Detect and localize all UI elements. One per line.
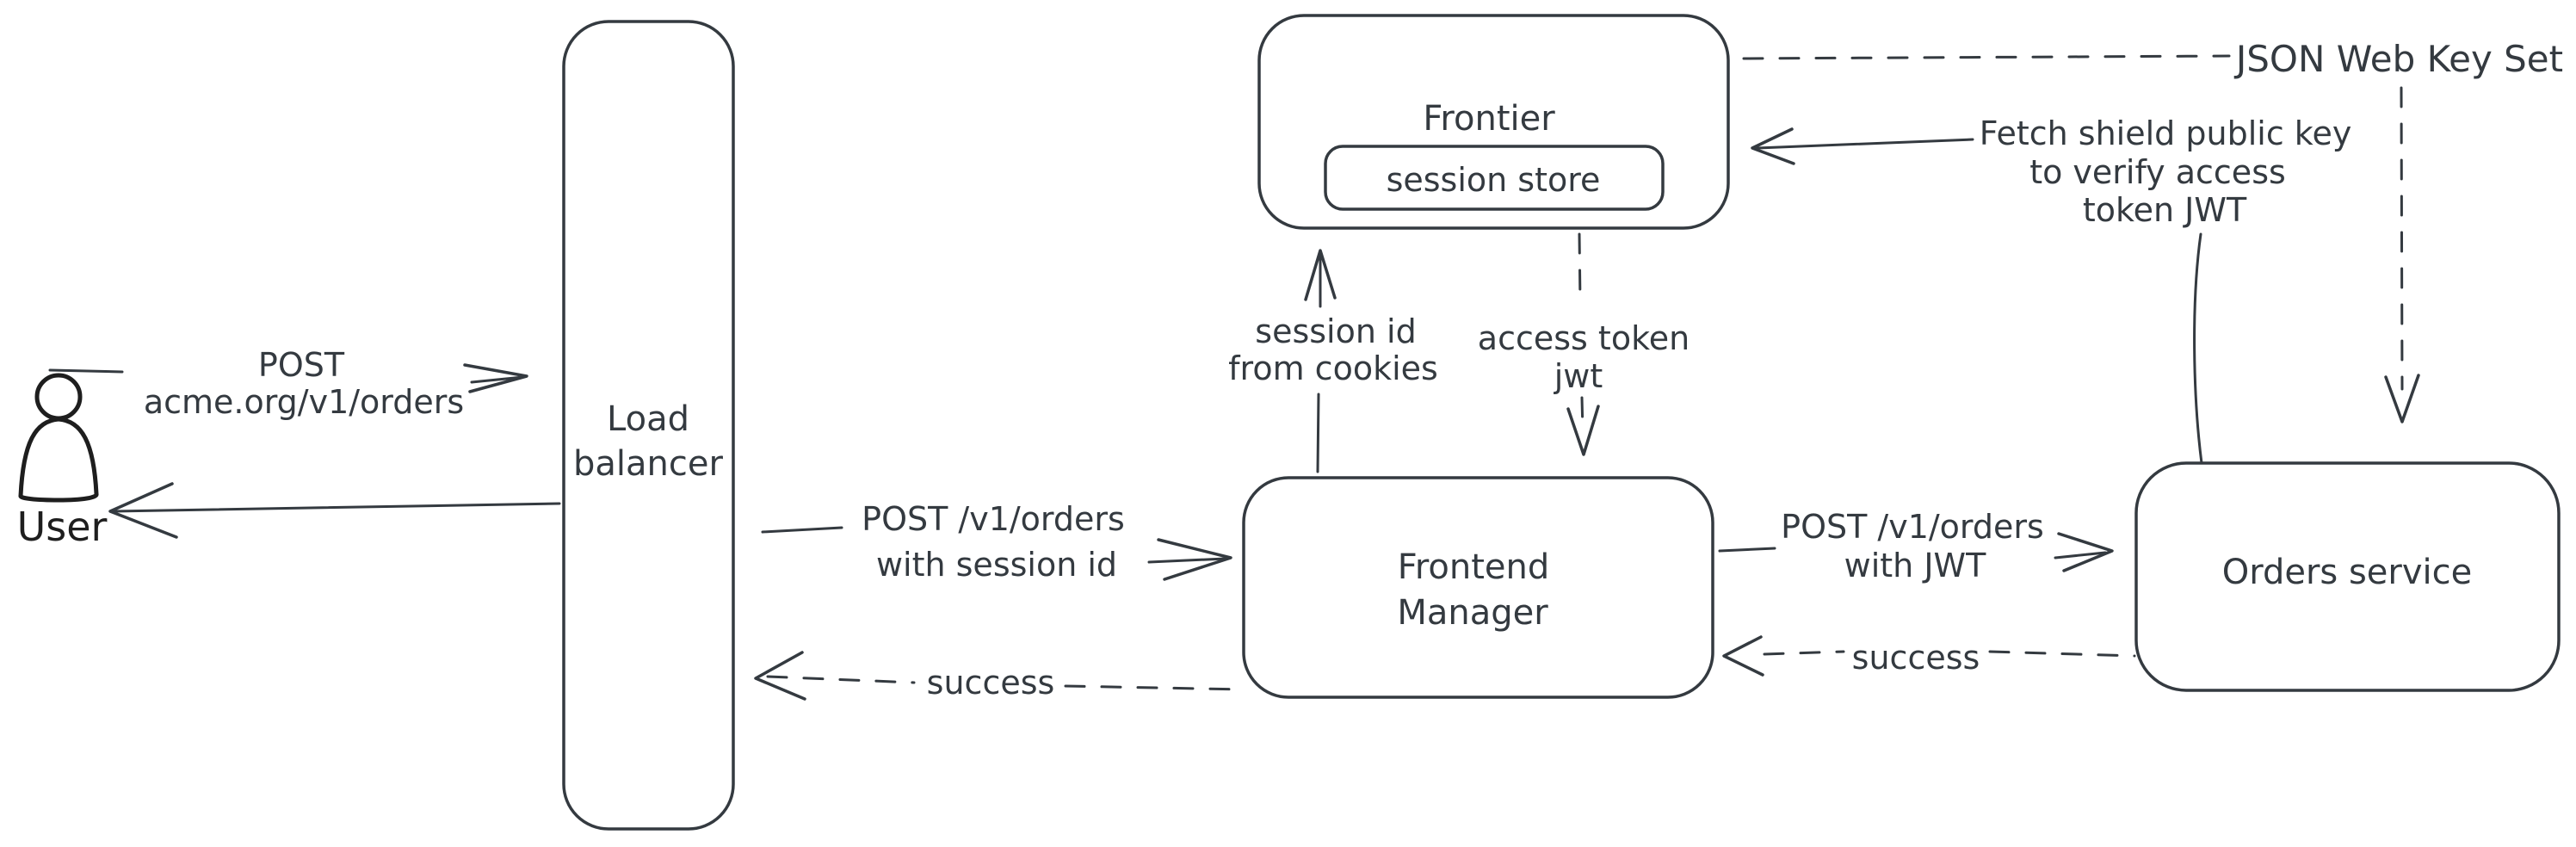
edge-load-balancer-to-frontend-manager: POST /v1/orders with session id xyxy=(761,500,1232,584)
frontend-manager-box xyxy=(1242,476,1714,699)
user-node: User xyxy=(17,373,108,550)
edge-label: POST /v1/orders xyxy=(862,500,1125,538)
arrowhead-up-icon xyxy=(1304,249,1337,301)
orders-service-label: Orders service xyxy=(2222,553,2473,592)
arrowhead-right-icon xyxy=(2057,532,2114,572)
edge-label: with session id xyxy=(876,546,1117,584)
edge-label: token JWT xyxy=(2083,191,2247,229)
edge-jwks-to-orders-service xyxy=(2384,86,2420,424)
frontend-manager-node: Frontend Manager xyxy=(1242,476,1714,699)
edge-label: Fetch shield public key xyxy=(1980,114,2352,152)
frontend-manager-label: Manager xyxy=(1397,593,1548,633)
edge-user-to-load-balancer: POST acme.org/v1/orders xyxy=(48,346,528,421)
edge-label: success xyxy=(1852,639,1980,677)
edge-label: session id xyxy=(1255,312,1416,350)
arrowhead-left-icon xyxy=(1751,127,1795,165)
user-label: User xyxy=(17,504,108,550)
load-balancer-node: Load balancer xyxy=(562,20,735,831)
arrowhead-right-icon xyxy=(463,363,528,393)
edge-frontier-to-jwks: JSON Web Key Set xyxy=(1742,38,2563,80)
orders-service-node: Orders service xyxy=(2134,461,2561,692)
frontier-label: Frontier xyxy=(1423,99,1555,139)
edge-orders-service-to-frontier: Fetch shield public key to verify access… xyxy=(1751,114,2352,465)
edge-frontend-manager-to-orders-service: POST /v1/orders with JWT xyxy=(1718,508,2114,584)
user-person-icon xyxy=(34,373,83,421)
edge-label: acme.org/v1/orders xyxy=(144,383,464,421)
edge-label: to verify access xyxy=(2029,153,2286,191)
edge-label: jwt xyxy=(1554,357,1603,395)
edge-label: success xyxy=(927,664,1055,702)
edge-frontend-manager-to-load-balancer-success: success xyxy=(754,651,1245,702)
user-person-body-icon xyxy=(18,417,99,503)
session-store-label: session store xyxy=(1387,161,1601,199)
orders-service-box xyxy=(2134,461,2561,692)
edge-orders-service-to-frontend-manager-success: success xyxy=(1722,635,2136,677)
load-balancer-label: Load xyxy=(607,399,689,439)
edge-frontend-manager-to-frontier: session id from cookies xyxy=(1228,249,1438,473)
session-store-box xyxy=(1324,145,1665,211)
edge-label: with JWT xyxy=(1844,547,1986,584)
edge-label: access token xyxy=(1478,319,1690,357)
frontier-node: Frontier session store xyxy=(1257,14,1730,230)
arrowhead-right-icon xyxy=(1157,538,1232,581)
edge-label: POST xyxy=(258,346,345,384)
edge-frontier-to-frontend-manager: access token jwt xyxy=(1478,232,1690,456)
load-balancer-box xyxy=(562,20,735,831)
arrowhead-left-icon xyxy=(754,651,806,701)
edge-label: from cookies xyxy=(1228,349,1438,387)
arrowhead-down-icon xyxy=(2384,374,2420,424)
jwks-label: JSON Web Key Set xyxy=(2233,38,2563,80)
load-balancer-label: balancer xyxy=(573,444,723,484)
arrowhead-down-icon xyxy=(1566,405,1600,456)
arrowhead-left-icon xyxy=(1722,635,1764,677)
edge-load-balancer-to-user xyxy=(108,482,561,539)
edge-label: POST /v1/orders xyxy=(1781,508,2044,546)
frontend-manager-label: Frontend xyxy=(1398,547,1550,587)
arrowhead-left-icon xyxy=(108,482,178,539)
